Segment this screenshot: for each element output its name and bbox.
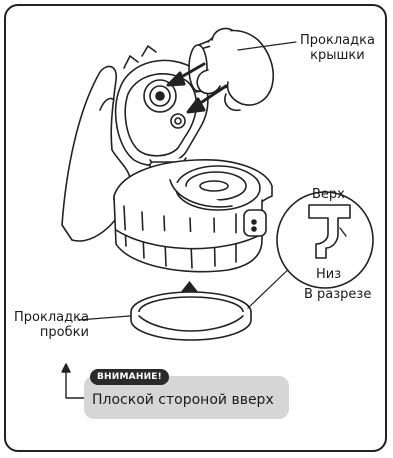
stopper-gasket-label-line2: пробки [14,325,89,340]
lid-gasket-label-line1: Прокладка [300,33,375,48]
stopper-body [114,160,272,272]
caution-badge: ВНИМАНИЕ! [90,369,169,385]
cross-section-label: В разрезе [304,287,371,302]
caution-connector [62,364,84,398]
stopper-gasket-label-line1: Прокладка [14,310,89,325]
stopper-gasket-label: Прокладка пробки [14,310,89,340]
stopper-gasket-ring [131,292,251,340]
caution-text: Плоской стороной вверх [92,392,274,409]
bottom-label: Низ [316,267,341,282]
top-label: Верх [312,187,345,202]
lid-gasket-label-line2: крышки [300,48,375,63]
lid-gasket-label: Прокладка крышки [300,33,375,63]
